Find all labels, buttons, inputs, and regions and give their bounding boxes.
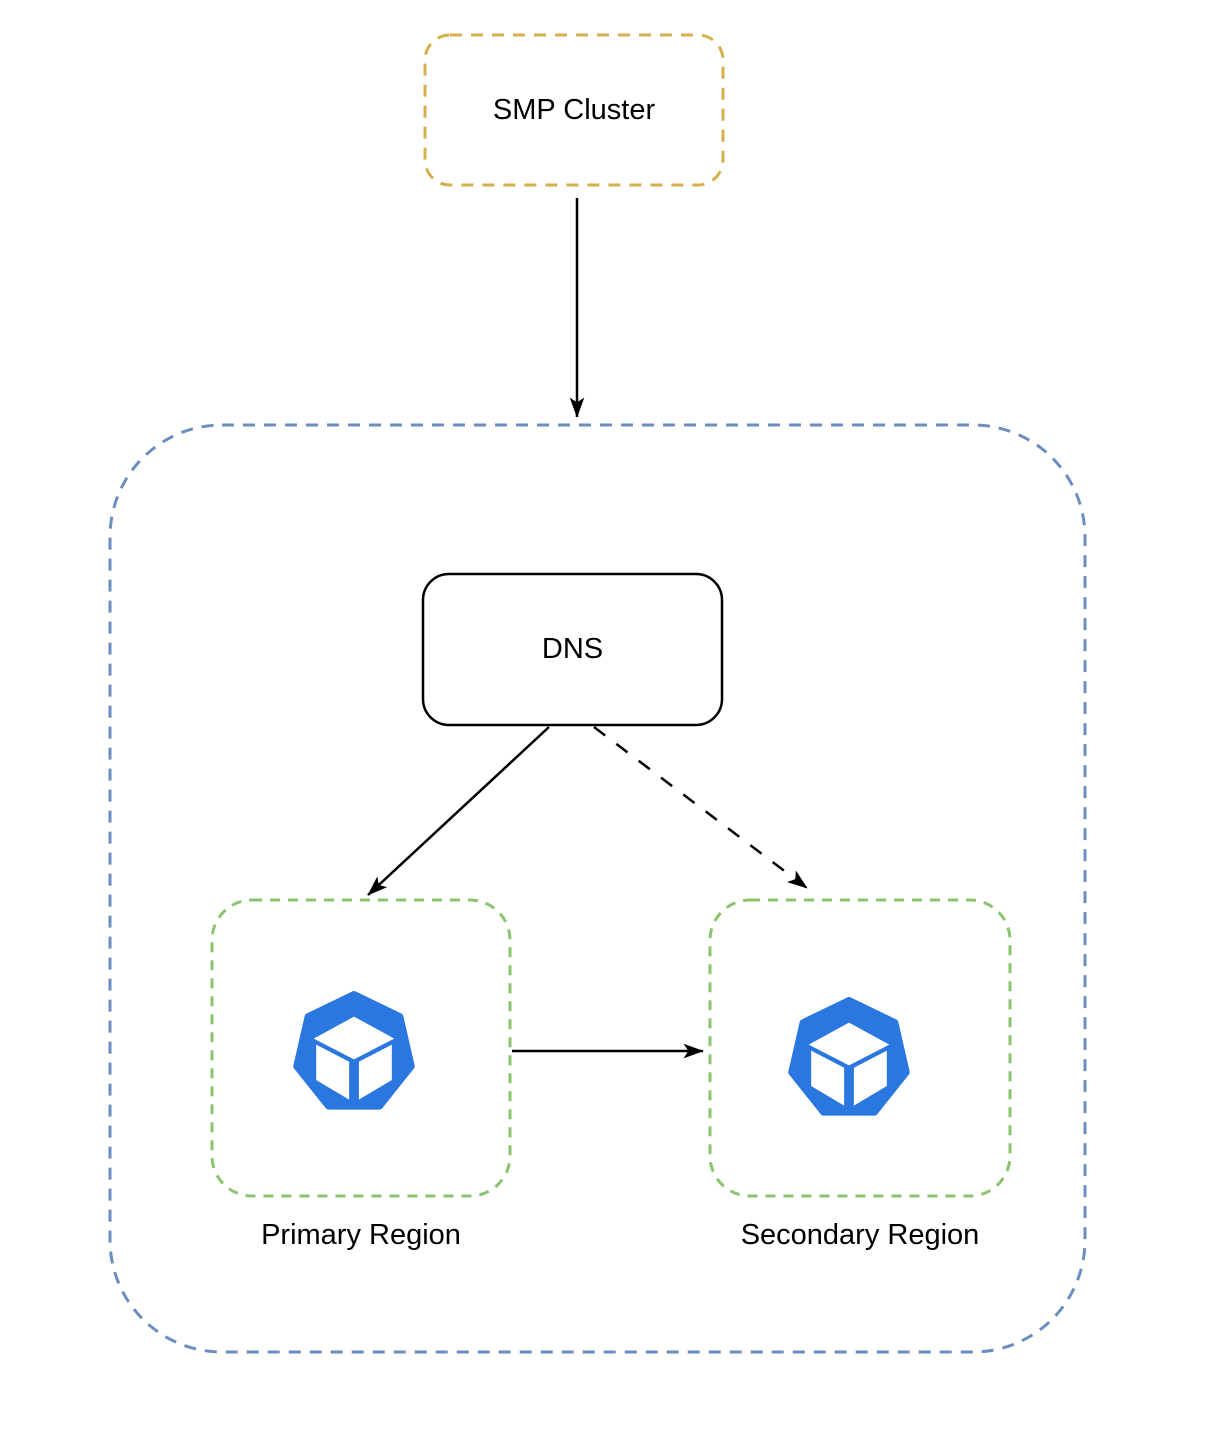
dns-box [421,572,724,727]
outer-boundary-box [108,423,1087,1354]
edge-dns-to-primary [367,726,550,896]
primary-region-box [210,898,512,1198]
dns-label: DNS [541,633,604,666]
secondary-region-label: Secondary Region [740,1218,980,1251]
edge-dns-to-secondary [593,726,808,889]
primary-region-label: Primary Region [261,1218,461,1251]
secondary-region-box [708,898,1012,1198]
primary-cluster-cube-heptagon-icon [297,995,411,1106]
smp-cluster-label: SMP Cluster [492,93,656,126]
smp-cluster-box [423,33,725,187]
secondary-cluster-cube-heptagon-icon [792,1001,906,1112]
